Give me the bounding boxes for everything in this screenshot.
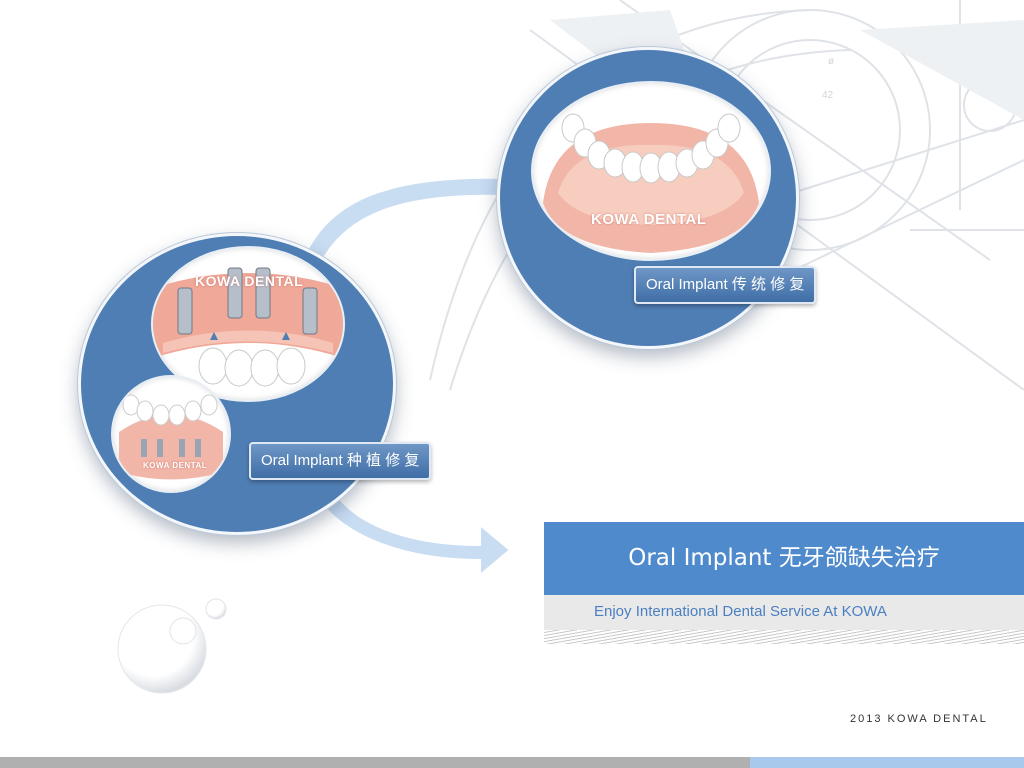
watermark-top: KOWA DENTAL [591,211,707,228]
svg-text:42: 42 [822,90,834,101]
implant-bridge-image: KOWA DENTAL [153,248,343,400]
footer-brand: 2013 KOWA DENTAL [850,713,988,725]
subtitle-banner: Enjoy International Dental Service At KO… [544,595,1024,633]
page-subtitle: Enjoy International Dental Service At KO… [594,603,887,620]
bottom-bar-grey [0,757,750,768]
stripe-decoration [544,630,1024,644]
title-banner: Oral Implant 无牙颌缺失治疗 [544,522,1024,595]
arc-arrow-bottom [313,483,512,578]
svg-text:ø: ø [828,56,834,67]
page-title: Oral Implant 无牙颌缺失治疗 [628,545,940,571]
bottom-bar-blue [750,757,1024,768]
watermark-left-b: KOWA DENTAL [143,461,208,470]
label-implant-restoration: Oral Implant 种 植 修 复 [249,442,432,480]
label-traditional-restoration: Oral Implant 传 统 修 复 [634,266,817,304]
denture-image-top: KOWA DENTAL [533,83,769,259]
decorative-bubbles [117,598,227,694]
implant-denture-image: KOWA DENTAL [113,377,229,491]
arc-arrow-top [303,176,506,267]
watermark-left-a: KOWA DENTAL [195,273,304,289]
